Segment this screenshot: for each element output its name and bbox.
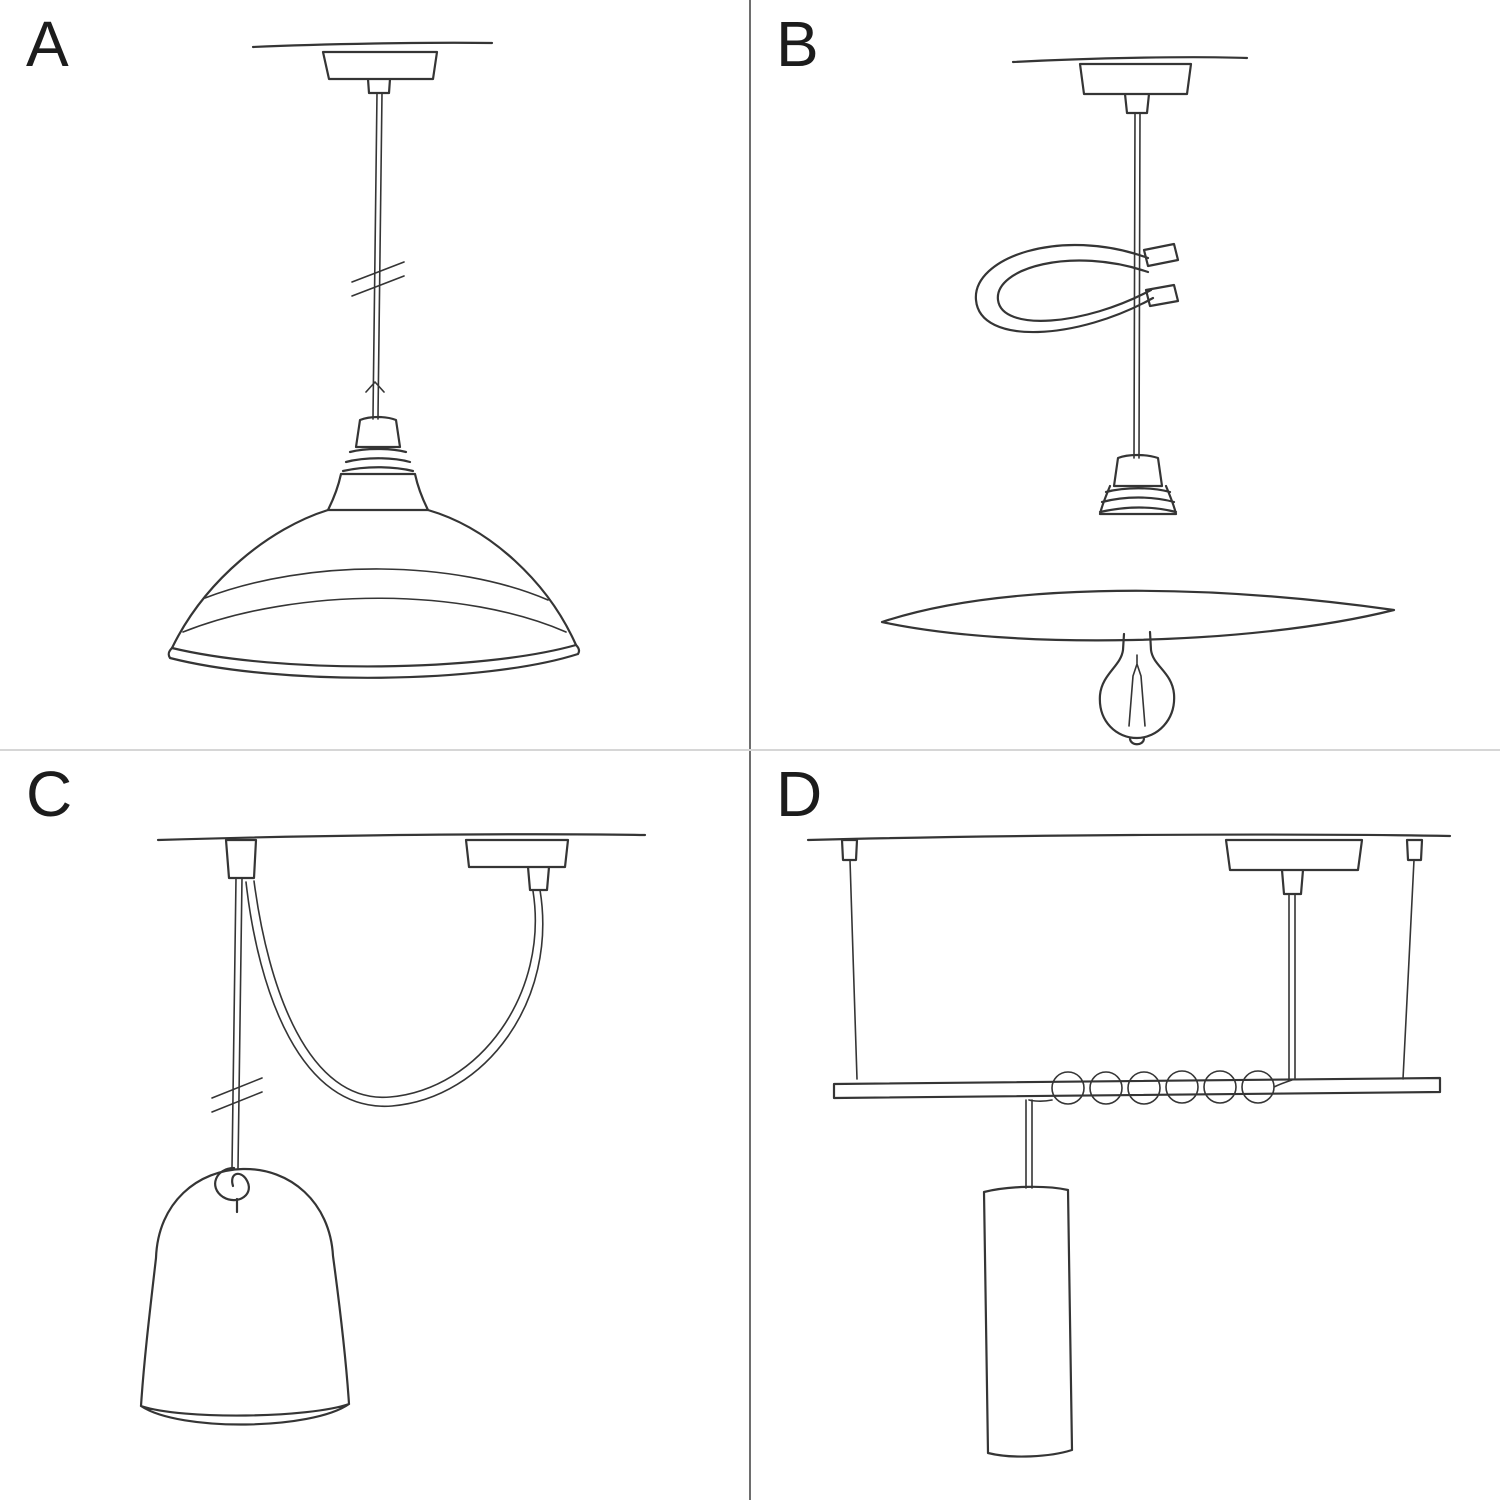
drop-cord <box>211 877 263 1169</box>
ceiling-line <box>251 41 494 49</box>
ceiling-rose <box>1078 62 1193 115</box>
panel-d-label: D <box>776 758 824 830</box>
ceiling-hook <box>224 838 258 880</box>
panel-d: D <box>750 750 1500 1500</box>
panel-c: C <box>0 750 750 1500</box>
swag-pendant-bell-shade-sketch-icon <box>139 833 647 1426</box>
cord-knot <box>214 1166 250 1214</box>
panel-c-label: C <box>26 758 74 830</box>
panel-b: B <box>750 0 1500 750</box>
pendant-cord <box>1133 112 1141 459</box>
ceiling-line <box>1011 56 1249 64</box>
ceiling-rose <box>321 50 439 95</box>
swag-cord <box>245 880 544 1107</box>
drop-cord <box>1025 1099 1033 1189</box>
horizontal-divider <box>0 749 1500 751</box>
cylinder-pendant <box>982 1185 1074 1458</box>
ceiling-line <box>806 833 1452 842</box>
panel-b-label: B <box>776 8 820 80</box>
light-bulb <box>1098 630 1176 746</box>
cable-cleat-loop <box>974 242 1180 334</box>
industrial-shade <box>167 508 581 679</box>
bell-shade <box>139 1167 351 1426</box>
ceiling-rose <box>1224 838 1364 896</box>
pendant-industrial-shade-sketch-icon <box>167 41 581 679</box>
panel-a-label: A <box>26 8 70 80</box>
horizontal-bar <box>832 1076 1442 1100</box>
lamp-holder <box>326 415 430 512</box>
suspension-cables <box>849 859 1415 1080</box>
coiled-cord <box>1028 1070 1293 1105</box>
cable-anchors <box>840 838 1424 862</box>
pendant-cord <box>351 92 405 420</box>
pendant-cleat-flat-shade-bulb-sketch-icon <box>880 56 1396 746</box>
pendant-cord <box>1288 893 1296 1080</box>
lamp-holder <box>1098 453 1178 516</box>
bar-suspension-cylinder-pendant-sketch-icon <box>806 833 1452 1458</box>
panel-a: A <box>0 0 750 750</box>
flat-plate-shade <box>880 589 1396 642</box>
ceiling-line <box>156 833 647 842</box>
ceiling-rose <box>464 838 570 892</box>
